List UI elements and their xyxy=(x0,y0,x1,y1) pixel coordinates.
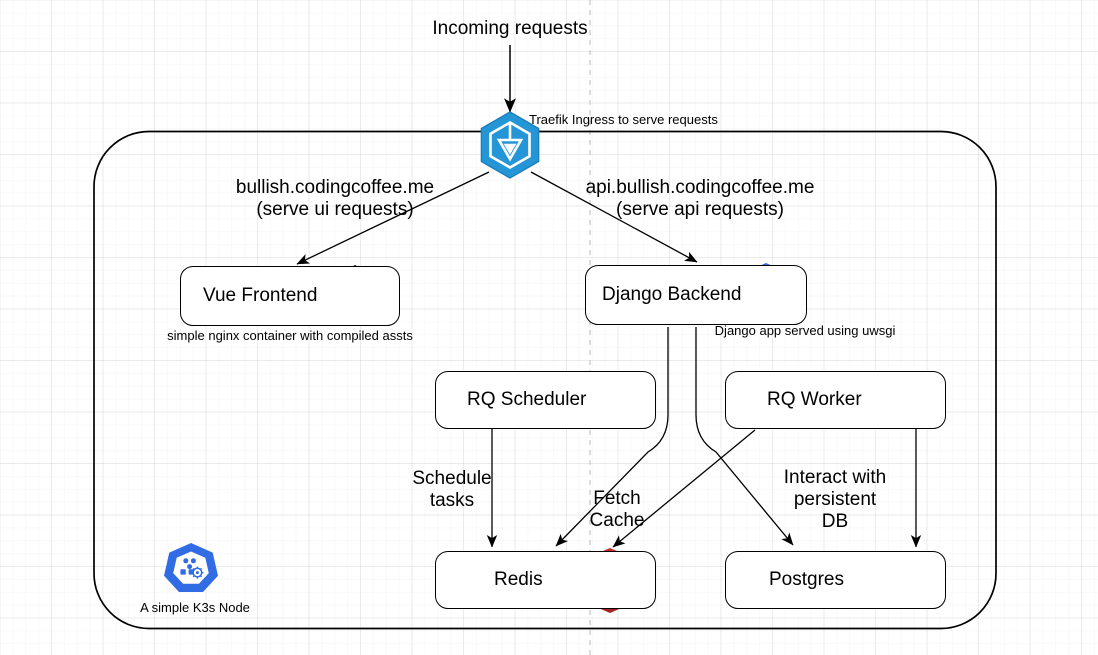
edge-label-fetch-cache-line1: Fetch xyxy=(593,488,641,509)
node-label-rq-worker: RQ Worker xyxy=(767,389,862,410)
edge-label-persist-db-line3: DB xyxy=(821,511,849,532)
node-vue-frontend[interactable]: Vue Frontend xyxy=(180,266,400,326)
node-postgres[interactable]: Postgres xyxy=(725,551,946,609)
route-ui-host: bullish.codingcoffee.me xyxy=(235,177,435,198)
incoming-requests-label: Incoming requests xyxy=(432,18,588,39)
caption-django-backend: Django app served using uwsgi xyxy=(714,323,896,338)
node-label-redis: Redis xyxy=(494,569,543,590)
route-api-purpose: (serve api requests) xyxy=(616,199,784,220)
route-ui-purpose: (serve ui requests) xyxy=(256,199,414,220)
node-label-postgres: Postgres xyxy=(769,569,844,590)
kubernetes-node-icon xyxy=(164,543,218,592)
node-label-vue-frontend: Vue Frontend xyxy=(203,285,318,306)
edge-label-persist-db-line1: Interact with xyxy=(783,467,887,488)
edge-label-schedule-tasks-line2: tasks xyxy=(429,490,475,511)
caption-vue-frontend: simple nginx container with compiled ass… xyxy=(167,328,413,343)
edge-label-fetch-cache-line2: Cache xyxy=(589,510,645,531)
node-label-rq-scheduler: RQ Scheduler xyxy=(467,389,587,410)
traefik-ingress-note: Traefik Ingress to serve requests xyxy=(529,112,718,127)
node-redis[interactable]: Redis xyxy=(435,551,656,609)
node-django-backend[interactable]: Django Backend xyxy=(585,265,807,325)
node-rq-worker[interactable]: RQ Worker xyxy=(725,371,946,429)
edge-label-schedule-tasks-line1: Schedule xyxy=(412,468,492,489)
node-label-django-backend: Django Backend xyxy=(602,284,742,305)
edge-backend-to-postgres xyxy=(695,327,794,546)
route-api-host: api.bullish.codingcoffee.me xyxy=(585,177,815,198)
edge-label-persist-db-line2: persistent xyxy=(793,489,877,510)
k3s-node-caption: A simple K3s Node xyxy=(140,600,250,615)
node-rq-scheduler[interactable]: RQ Scheduler xyxy=(435,371,656,429)
